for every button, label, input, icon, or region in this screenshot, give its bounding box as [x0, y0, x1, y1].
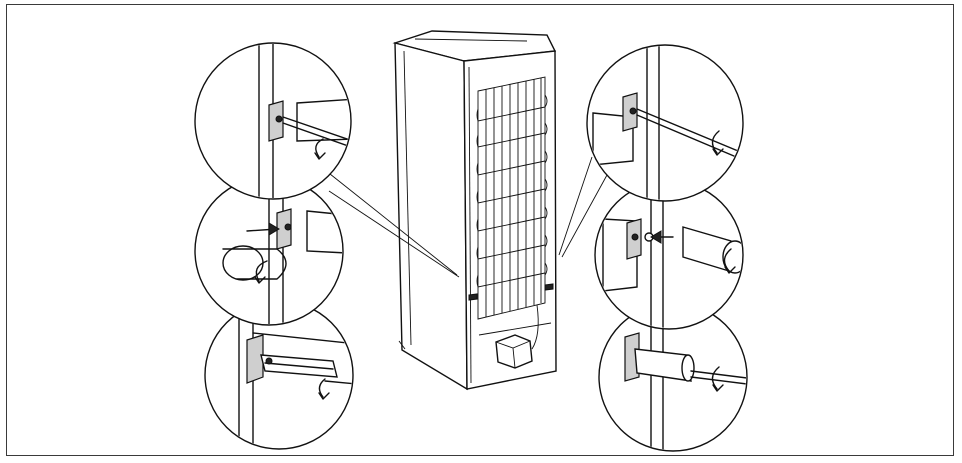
screwdriver-icon	[690, 370, 746, 386]
rotate-arrow-icon	[255, 260, 268, 282]
rotate-arrow-icon	[711, 366, 720, 390]
rotate-arrow-icon	[318, 378, 326, 398]
figure-frame	[6, 4, 954, 456]
right-detail-insert-plug	[594, 180, 744, 330]
right-detail-remove-screw	[586, 44, 744, 202]
left-detail-insert-plug	[194, 176, 344, 326]
screwdriver-icon	[636, 108, 742, 160]
rotate-arrow-icon	[723, 248, 732, 272]
screwdriver-icon	[282, 116, 350, 148]
left-detail-remove-screw	[194, 42, 352, 200]
compressor	[495, 304, 539, 369]
left-detail-tighten-handle	[204, 300, 354, 450]
condenser-coil	[476, 76, 548, 320]
screwdriver-icon	[324, 380, 352, 386]
right-detail-tighten-handle	[598, 302, 748, 452]
rotate-arrow-icon	[315, 138, 324, 158]
cover-cap-icon	[634, 348, 692, 382]
rotate-arrow-icon	[711, 130, 720, 154]
refrigerator-back-icon	[324, 30, 608, 391]
door-reversal-illustration	[194, 30, 748, 452]
